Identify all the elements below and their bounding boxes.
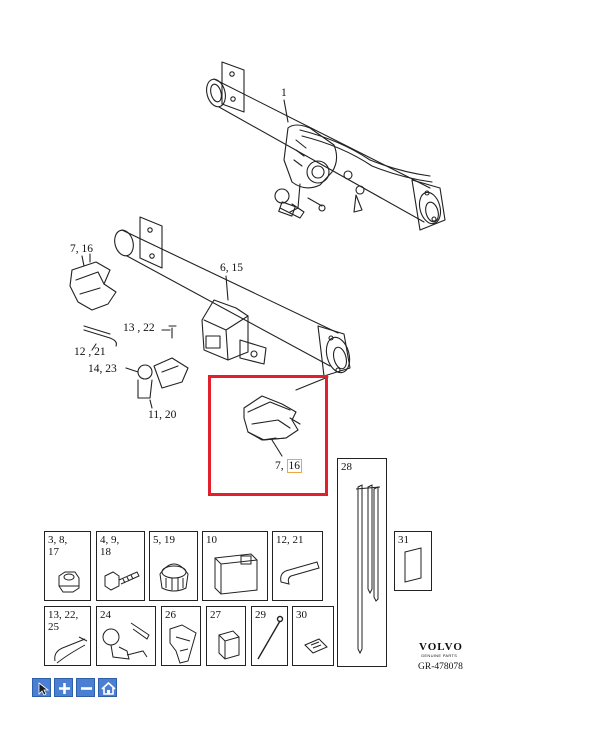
part-box-30[interactable]: 30 [292, 606, 334, 666]
part-number: 3, 8, 17 [48, 534, 68, 558]
part-box-4-9-18[interactable]: 4, 9, 18 [96, 531, 145, 601]
callout-11-20: 11, 20 [148, 409, 177, 421]
part-number: 5, 19 [153, 534, 175, 546]
towbar-assembly-1 [206, 61, 446, 231]
part-number: 27 [210, 609, 221, 621]
callout-7-16[interactable]: 7, 16 [275, 459, 302, 473]
zoom-out-icon [81, 687, 92, 690]
part-number: 26 [165, 609, 176, 621]
part-number: 13, 22, 25 [48, 609, 79, 633]
detachable-ball-icon [102, 622, 150, 660]
spring-clip-icon [54, 636, 88, 664]
callout-14-23: 14, 23 [88, 363, 117, 375]
part-box-24[interactable]: 24 [96, 606, 156, 666]
nut-icon [58, 571, 80, 593]
part-box-29[interactable]: 29 [251, 606, 288, 666]
part-number: 24 [100, 609, 111, 621]
part-box-13-22-25[interactable]: 13, 22, 25 [44, 606, 91, 666]
towbar-assembly-6-15 [114, 216, 351, 377]
callout-1: 1 [281, 87, 287, 99]
clip-7-16-highlighted [243, 395, 301, 441]
zoom-out-button[interactable] [76, 678, 95, 697]
label-icon [304, 638, 328, 654]
part-box-31[interactable]: 31 [394, 531, 432, 591]
bracket-icon [169, 624, 197, 664]
part-box-10[interactable]: 10 [202, 531, 268, 601]
pin-12-21 [83, 329, 117, 347]
part-number: 12, 21 [276, 534, 304, 546]
highlighted-part-number[interactable]: 16 [286, 459, 302, 473]
part-box-12-21[interactable]: 12, 21 [272, 531, 323, 601]
home-button[interactable] [98, 678, 117, 697]
part-box-3-8-17[interactable]: 3, 8, 17 [44, 531, 91, 601]
locking-pin-icon [280, 561, 320, 585]
part-number: 29 [255, 609, 266, 621]
genuine-parts-text: GENUINE PARTS [421, 653, 458, 658]
part-number: 4, 9, 18 [100, 534, 120, 558]
callout-7: 7, [275, 460, 284, 472]
drawing-reference-number: GR-478078 [418, 662, 463, 672]
callout-7-16-top: 7, 16 [70, 243, 93, 255]
zoom-in-icon [59, 683, 70, 694]
pointer-icon [38, 682, 50, 696]
part-number: 10 [206, 534, 217, 546]
part-number: 30 [296, 609, 307, 621]
ball-cover-icon [159, 563, 189, 592]
selected-part-highlight [208, 375, 328, 496]
pointer-button[interactable] [32, 678, 51, 697]
bolt-icon [104, 571, 140, 591]
zoom-in-button[interactable] [54, 678, 73, 697]
part-box-28[interactable]: 28 [337, 458, 387, 667]
callout-6-15: 6, 15 [220, 262, 243, 274]
cable-tie-icon [257, 615, 284, 660]
cover-plate-icon [214, 553, 258, 595]
block-icon [218, 630, 240, 660]
part-number: 31 [398, 534, 409, 546]
clip-13-22 [168, 325, 177, 339]
callout-13-22: 13 , 22 [123, 322, 155, 334]
clip-7-16-top [69, 253, 117, 311]
part-box-26[interactable]: 26 [161, 606, 201, 666]
part-number: 28 [341, 461, 352, 473]
home-icon [101, 681, 116, 695]
sticker-icon [404, 547, 422, 583]
part-box-5-19[interactable]: 5, 19 [149, 531, 198, 601]
volvo-logo: VOLVO [419, 641, 463, 653]
callout-12-21: 12 , 21 [74, 346, 106, 358]
part-box-27[interactable]: 27 [206, 606, 246, 666]
cable-ties-icon [355, 484, 381, 655]
towball-11-20 [137, 357, 189, 399]
